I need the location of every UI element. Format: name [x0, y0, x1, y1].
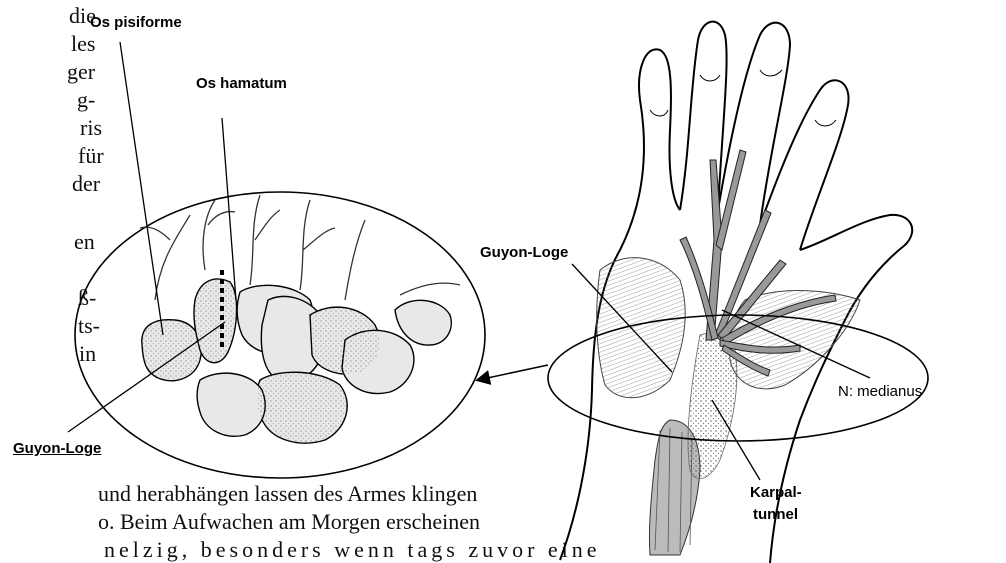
nerve-branches — [140, 195, 460, 300]
label-guyon-loge-right: Guyon-Loge — [480, 244, 568, 261]
carpal-bones-inset — [75, 192, 485, 478]
left-pointer-lines — [68, 42, 236, 432]
label-karpaltunnel-line2: tunnel — [753, 506, 798, 523]
label-os-hamatum: Os hamatum — [196, 75, 287, 92]
label-karpaltunnel-line1: Karpal- — [750, 484, 802, 501]
zoom-arrow — [478, 365, 548, 380]
label-os-pisiforme: Os pisiforme — [90, 14, 182, 31]
label-guyon-loge-left: Guyon-Loge — [13, 440, 101, 457]
label-n-medianus: N: medianus — [838, 383, 922, 400]
